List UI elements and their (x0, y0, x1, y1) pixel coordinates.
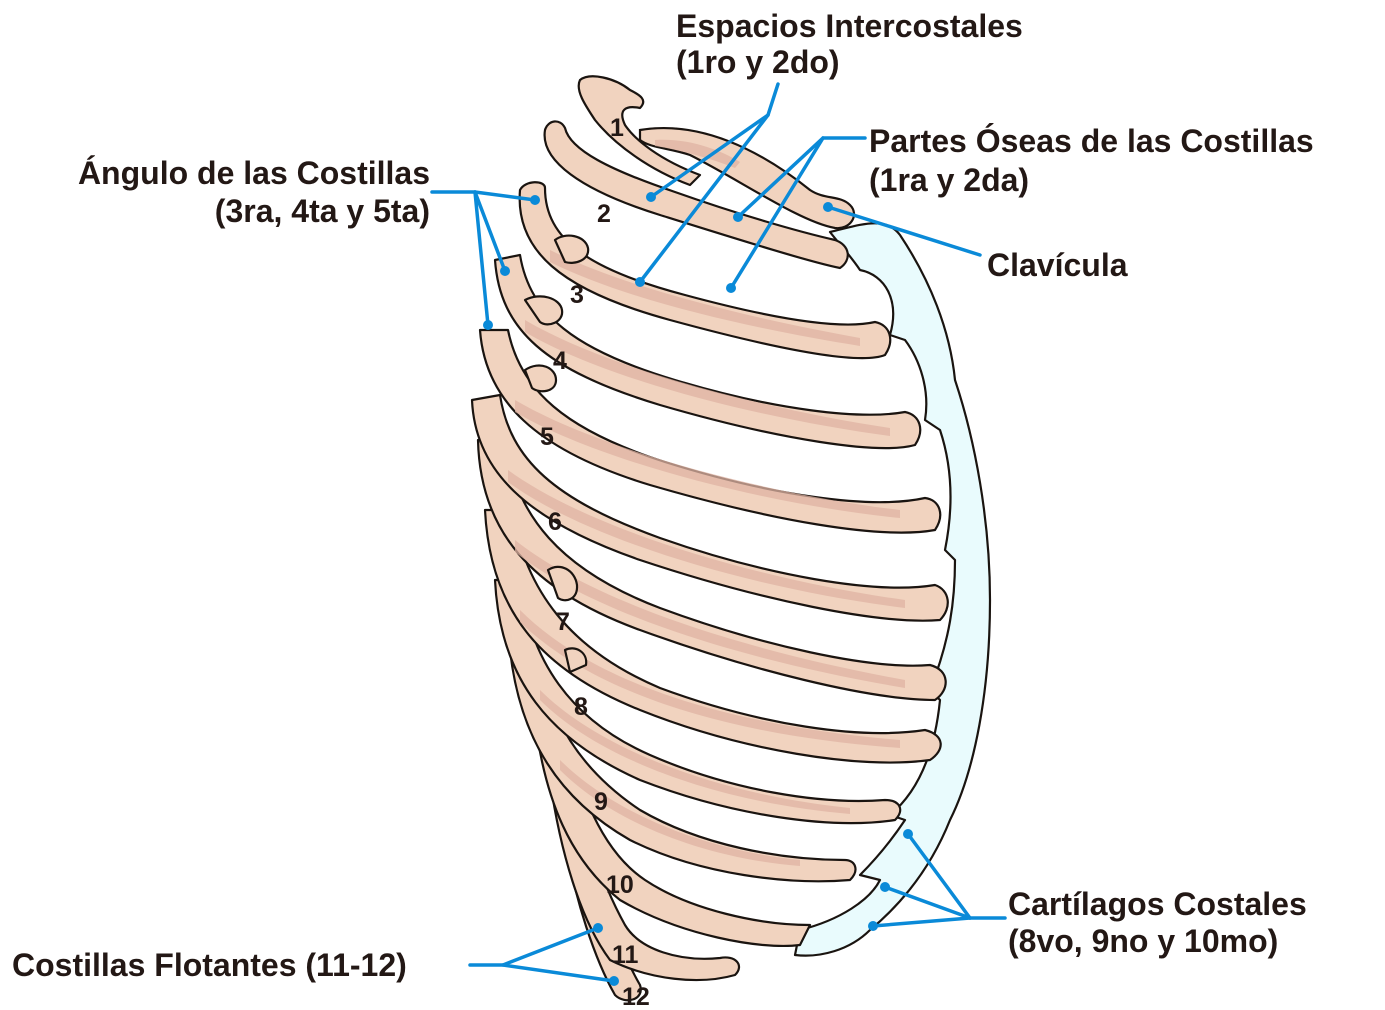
label-cartilagos-sub: (8vo, 9no y 10mo) (1008, 923, 1278, 959)
rib-number-6: 6 (548, 508, 562, 536)
rib-number-5: 5 (540, 423, 554, 451)
rib-number-1: 1 (610, 114, 624, 142)
rib-number-11: 11 (612, 941, 639, 969)
rib-number-3: 3 (570, 281, 584, 309)
label-partes-sub: (1ra y 2da) (869, 162, 1029, 198)
label-clavicula: Clavícula (987, 247, 1128, 283)
label-partes-title: Partes Óseas de las Costillas (869, 123, 1314, 159)
rib-number-8: 8 (574, 693, 588, 721)
label-flotantes: Costillas Flotantes (11-12) (12, 947, 407, 983)
label-angulo-title: Ángulo de las Costillas (78, 155, 430, 191)
rib-number-10: 10 (606, 871, 634, 899)
rib-number-2: 2 (597, 200, 611, 228)
label-cartilagos-title: Cartílagos Costales (1008, 886, 1307, 922)
label-espacios-title: Espacios Intercostales (676, 8, 1023, 44)
label-angulo-sub: (3ra, 4ta y 5ta) (215, 193, 430, 229)
rib-number-4: 4 (553, 347, 567, 375)
rib-number-12: 12 (622, 983, 650, 1010)
label-espacios-sub: (1ro y 2do) (676, 44, 840, 80)
rib-number-7: 7 (556, 608, 570, 636)
rib-number-9: 9 (594, 788, 608, 816)
